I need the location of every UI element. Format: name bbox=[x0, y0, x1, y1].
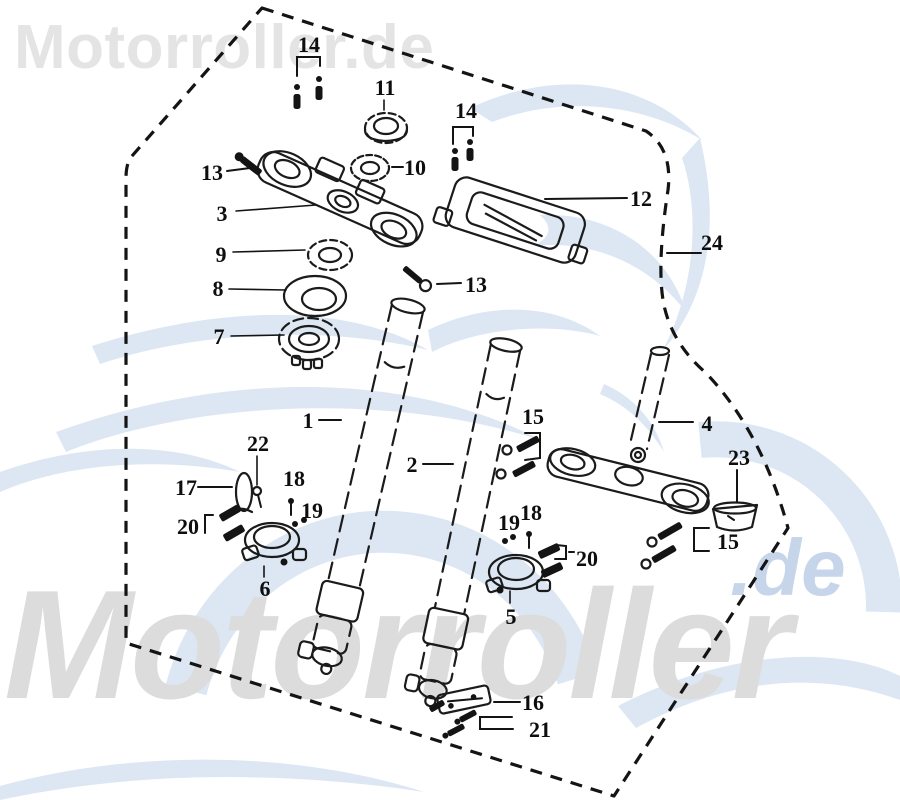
callout-3: 3 bbox=[217, 201, 228, 226]
callout-10: 10 bbox=[404, 155, 426, 180]
bolt-13-lower bbox=[402, 266, 433, 293]
handlebar-holder-drawing bbox=[432, 176, 589, 265]
bolt-pair-14-left bbox=[293, 76, 323, 109]
steering-cap-drawing bbox=[363, 111, 409, 145]
callout-16: 16 bbox=[522, 690, 544, 715]
watermark-top-left: Motorroller.de bbox=[14, 13, 435, 82]
callout-labels: 14 11 14 13 10 3 12 24 9 13 8 7 1 2 15 4… bbox=[175, 32, 750, 742]
axle-clamp-piece-drawing bbox=[429, 684, 492, 715]
washer-10-drawing bbox=[349, 153, 391, 183]
bolt-pair-14-right bbox=[451, 139, 474, 171]
callout-8: 8 bbox=[213, 276, 224, 301]
fork-leg-right-drawing bbox=[403, 337, 523, 708]
callout-14-top-right: 14 bbox=[455, 98, 477, 123]
callout-15-lower: 15 bbox=[717, 529, 739, 554]
bolt-13-upper bbox=[234, 152, 262, 176]
callout-15-upper: 15 bbox=[522, 404, 544, 429]
callout-7: 7 bbox=[214, 324, 225, 349]
bearing-race-drawing bbox=[277, 316, 341, 371]
bolt-set-20-right bbox=[537, 543, 564, 578]
bolt-set-15-lower bbox=[640, 522, 683, 570]
screw-18-left bbox=[288, 498, 307, 527]
steering-stem-drawing bbox=[628, 345, 671, 464]
bolt-22-drawing bbox=[251, 485, 263, 508]
callout-20-right: 20 bbox=[576, 546, 598, 571]
callout-6: 6 bbox=[260, 576, 271, 601]
callout-20-left: 20 bbox=[177, 514, 199, 539]
callout-19-right: 19 bbox=[498, 510, 520, 535]
assembly-boundary-dashed bbox=[124, 6, 790, 798]
screw-18-right bbox=[502, 531, 532, 549]
callout-12: 12 bbox=[630, 186, 652, 211]
callout-22: 22 bbox=[247, 431, 269, 456]
callout-24: 24 bbox=[701, 230, 723, 255]
callout-1: 1 bbox=[303, 408, 314, 433]
callout-17: 17 bbox=[175, 475, 197, 500]
upper-triple-clamp-drawing bbox=[256, 150, 424, 248]
headlight-bracket-clamp-left-drawing bbox=[241, 521, 308, 566]
callout-2: 2 bbox=[407, 452, 418, 477]
callout-13-lower: 13 bbox=[465, 272, 487, 297]
lower-triple-clamp-drawing bbox=[546, 447, 710, 515]
ring-nut-drawing bbox=[306, 238, 354, 272]
callout-19-left: 19 bbox=[301, 498, 323, 523]
leader-lines bbox=[197, 56, 738, 730]
callout-14-top-left: 14 bbox=[298, 32, 320, 57]
bolt-set-15-upper bbox=[495, 435, 540, 480]
seal-washer-drawing bbox=[282, 274, 348, 318]
callout-18-left: 18 bbox=[283, 466, 305, 491]
bolt-set-20-left bbox=[219, 504, 245, 542]
fork-leg-left-drawing bbox=[297, 297, 426, 676]
callout-13-upper: 13 bbox=[201, 160, 223, 185]
callout-9: 9 bbox=[216, 242, 227, 267]
cable-guide-cup-drawing bbox=[711, 501, 759, 532]
callout-21: 21 bbox=[529, 717, 551, 742]
callout-23: 23 bbox=[728, 445, 750, 470]
screw-pair-21 bbox=[442, 709, 477, 739]
watermark-bottom-de: .de bbox=[730, 523, 846, 612]
callout-4: 4 bbox=[702, 411, 713, 436]
callout-18-right: 18 bbox=[520, 500, 542, 525]
callout-11: 11 bbox=[375, 75, 396, 100]
headlight-bracket-clamp-right-drawing bbox=[485, 553, 552, 594]
callout-5: 5 bbox=[506, 604, 517, 629]
